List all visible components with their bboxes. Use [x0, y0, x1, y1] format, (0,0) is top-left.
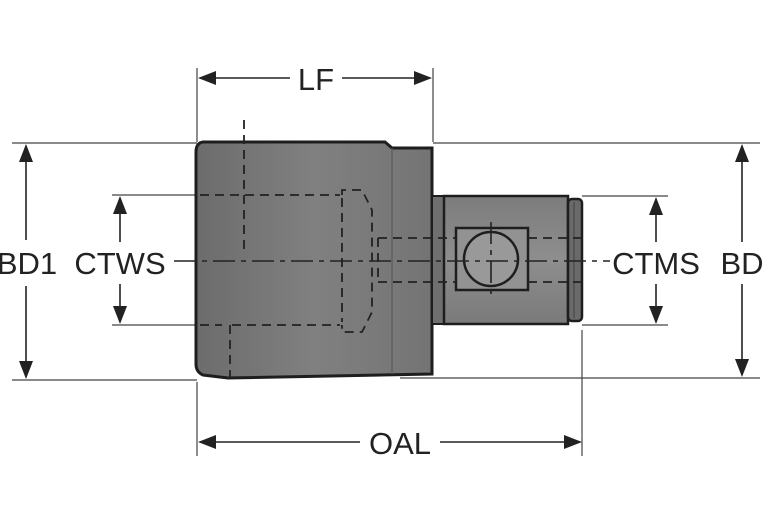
ctms-dimension — [649, 197, 663, 324]
lf-dimension — [198, 71, 432, 85]
bd-label: BD — [720, 246, 763, 281]
bd-dimension — [735, 144, 749, 377]
lf-label: LF — [298, 62, 334, 97]
tool-body — [194, 140, 434, 380]
ctws-label: CTWS — [74, 246, 165, 281]
extension-lines — [12, 68, 760, 456]
ctws-dimension — [113, 196, 127, 324]
bd1-dimension — [19, 144, 33, 379]
bd1-label: BD1 — [0, 246, 57, 281]
ctms-label: CTMS — [612, 246, 700, 281]
tool-shank — [431, 194, 584, 326]
oal-label: OAL — [369, 426, 431, 461]
oal-dimension — [198, 435, 582, 449]
